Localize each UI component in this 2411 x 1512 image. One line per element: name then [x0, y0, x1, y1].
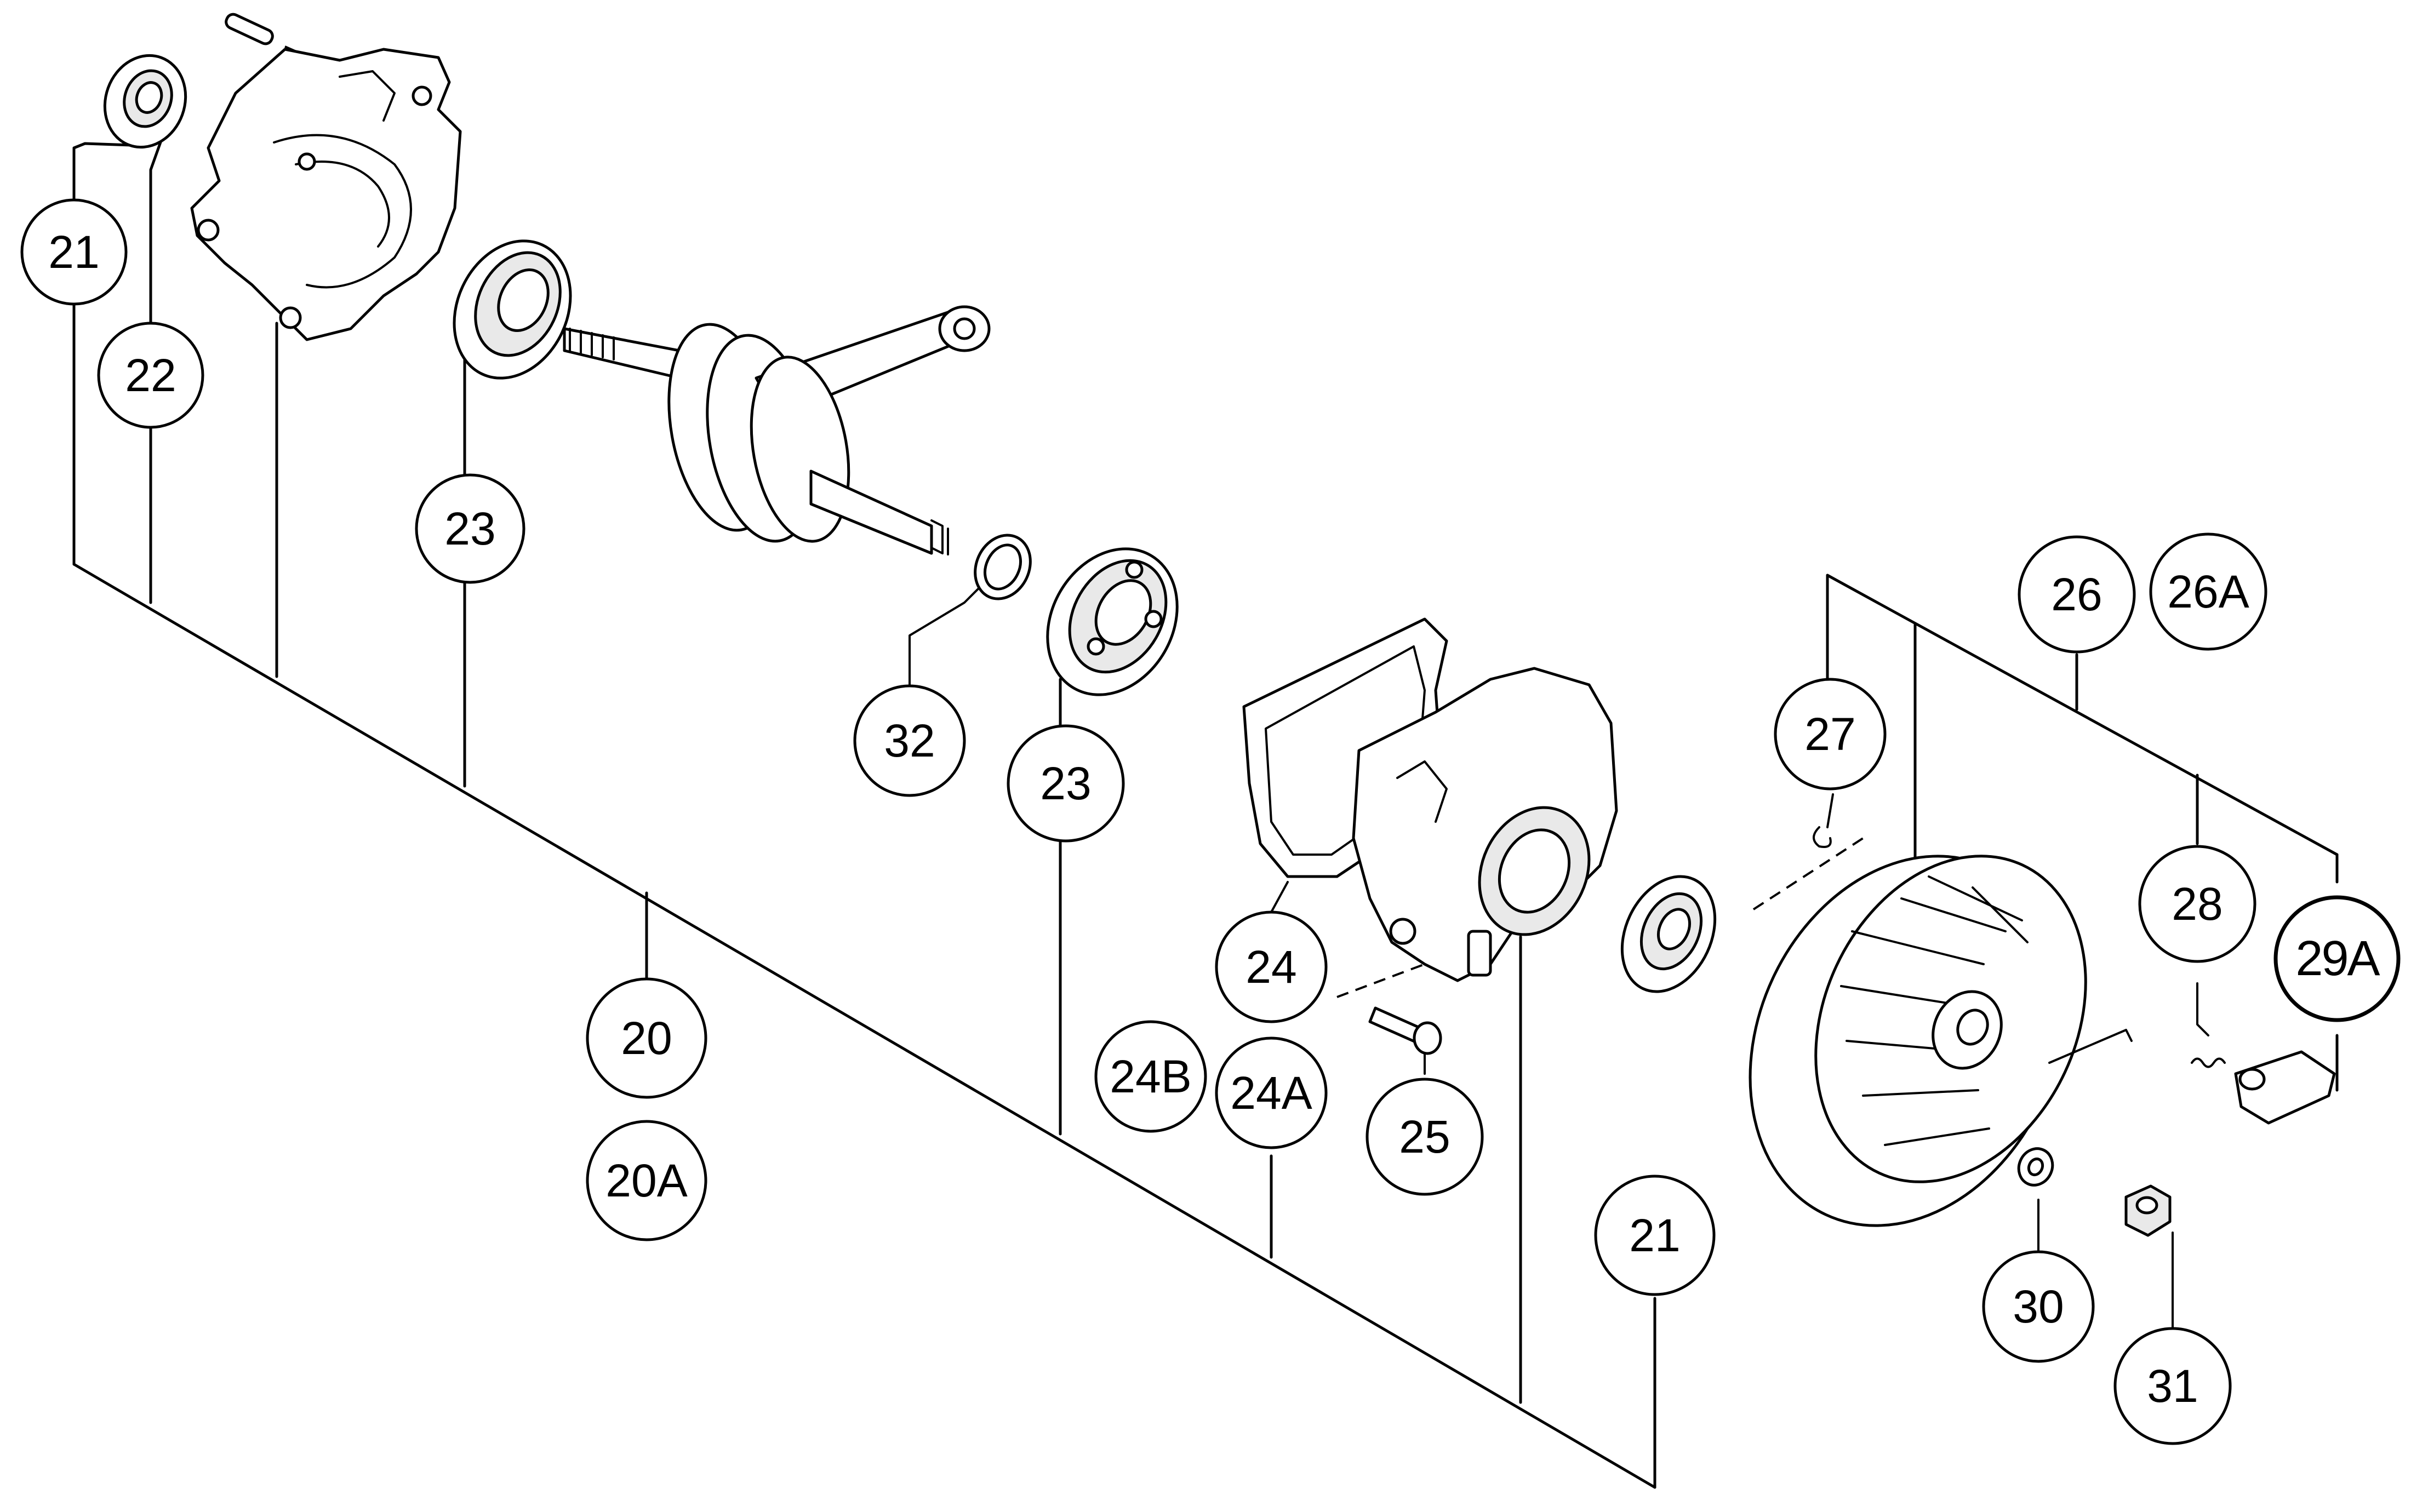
flywheel-bracket-line — [1826, 574, 2339, 856]
leader-21-top — [72, 142, 133, 566]
callout-29A: 29A — [2273, 895, 2401, 1022]
thrust-washer — [974, 534, 1032, 600]
crankshaft — [563, 305, 991, 555]
svg-text:20A: 20A — [605, 1155, 687, 1206]
callout-23-mid: 23 — [1007, 724, 1125, 843]
starter-pawl — [2234, 1050, 2336, 1125]
bolt-dash — [1336, 963, 1425, 998]
svg-text:30: 30 — [2013, 1281, 2064, 1332]
flywheel-washer — [2017, 1147, 2054, 1187]
bolt — [1368, 1006, 1442, 1055]
svg-text:26A: 26A — [2167, 566, 2249, 617]
leader-27-clip — [1826, 793, 1834, 828]
callout-20: 20 — [586, 977, 707, 1099]
flywheel-key-line — [2048, 1029, 2133, 1064]
svg-text:24: 24 — [1246, 941, 1296, 993]
svg-text:23: 23 — [1040, 758, 1091, 809]
callout-bubbles: 21 22 23 32 23 20 20A 24 24B 24A 25 — [20, 198, 2401, 1445]
callout-24B: 24B — [1094, 1020, 1207, 1133]
callout-21-bottom: 21 — [1594, 1175, 1716, 1296]
callout-32: 32 — [853, 684, 966, 797]
svg-text:26: 26 — [2051, 569, 2102, 620]
leader-28-lower — [2196, 982, 2209, 1036]
svg-text:24A: 24A — [1230, 1067, 1312, 1119]
oil-seal-left — [103, 54, 187, 149]
callout-26: 26 — [2018, 535, 2136, 654]
svg-text:21: 21 — [48, 226, 99, 278]
callout-20A: 20A — [586, 1120, 707, 1241]
svg-text:31: 31 — [2147, 1360, 2198, 1412]
callout-28: 28 — [2138, 845, 2256, 963]
svg-text:25: 25 — [1399, 1111, 1450, 1162]
svg-text:24B: 24B — [1110, 1051, 1191, 1102]
callout-22: 22 — [97, 322, 204, 429]
flywheel — [1749, 855, 2087, 1227]
svg-text:32: 32 — [884, 715, 935, 766]
callout-31: 31 — [2113, 1327, 2232, 1445]
oil-seal-right — [1620, 875, 1717, 993]
callout-23-left: 23 — [415, 473, 525, 584]
callout-24: 24 — [1215, 910, 1328, 1023]
svg-text:29A: 29A — [2295, 931, 2380, 986]
callout-27: 27 — [1774, 678, 1887, 791]
crankcase-half-left — [190, 48, 462, 341]
callout-21-top: 21 — [20, 198, 128, 306]
callout-24A: 24A — [1215, 1036, 1328, 1149]
svg-text:20: 20 — [621, 1012, 672, 1064]
bearing-mid — [1046, 547, 1179, 696]
svg-text:22: 22 — [125, 350, 176, 401]
flywheel-nut — [2124, 1184, 2172, 1237]
svg-text:27: 27 — [1804, 708, 1855, 760]
leader-32 — [909, 585, 982, 686]
woodruff-key — [1813, 826, 1832, 848]
callout-25: 25 — [1366, 1078, 1484, 1196]
assembly-bracket-line — [72, 563, 1656, 1489]
svg-text:23: 23 — [444, 503, 495, 554]
bearing-left — [453, 239, 572, 380]
leader-24 — [1270, 881, 1289, 913]
pawl-spring — [2191, 1057, 2226, 1068]
callout-26A: 26A — [2149, 532, 2267, 651]
dowel-pin — [225, 13, 274, 45]
key-dash — [1752, 837, 1864, 910]
callout-30: 30 — [1982, 1250, 2095, 1363]
part-drawings — [103, 13, 2336, 1237]
svg-text:28: 28 — [2172, 878, 2223, 930]
crankcase-half-right — [1352, 667, 1618, 982]
svg-text:21: 21 — [1629, 1210, 1680, 1261]
